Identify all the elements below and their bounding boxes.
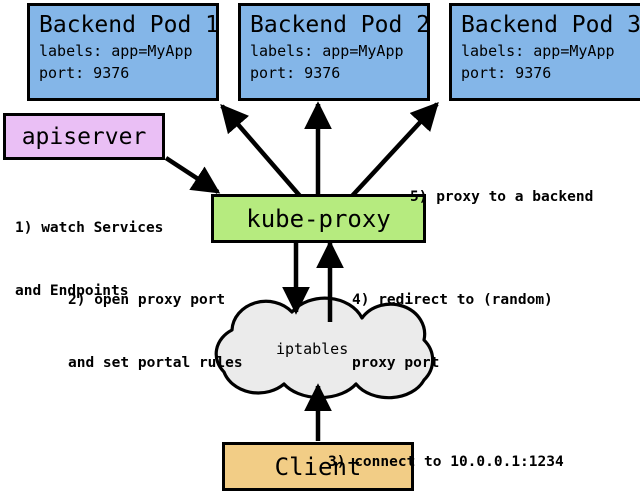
step-5-line-1: 5) proxy to a backend (410, 189, 594, 205)
kube-proxy-node: kube-proxy (211, 194, 426, 243)
backend-pod-3: Backend Pod 3 labels: app=MyApp port: 93… (449, 3, 640, 101)
pod-2-title: Backend Pod 2 (250, 12, 431, 38)
step-1-line-2: and Endpoints (15, 283, 129, 299)
step-4-line-2: proxy port (352, 355, 440, 371)
pod-3-title: Backend Pod 3 (461, 12, 640, 38)
arrow-apiserver-to-kubeproxy (164, 156, 221, 194)
step-2-annotation: 2) open proxy port and set portal rules (68, 248, 243, 416)
pod-2-labels: labels: app=MyApp (250, 42, 404, 60)
pod-3-labels: labels: app=MyApp (461, 42, 615, 60)
pod-2-port: port: 9376 (250, 64, 341, 82)
apiserver-label: apiserver (21, 123, 147, 150)
step-1-annotation: 1) watch Services and Endpoints (15, 176, 163, 344)
step-3-annotation: 3) connect to 10.0.0.1:1234 (328, 410, 564, 494)
pod-1-title: Backend Pod 1 (39, 12, 220, 38)
step-3-line-1: 3) connect to 10.0.0.1:1234 (328, 454, 564, 470)
pod-3-port: port: 9376 (461, 64, 552, 82)
step-4-annotation: 4) redirect to (random) proxy port (352, 248, 553, 416)
client-node: Client (222, 442, 414, 491)
backend-pod-1: Backend Pod 1 labels: app=MyApp port: 93… (27, 3, 219, 101)
step-5-annotation: 5) proxy to a backend (410, 145, 593, 250)
backend-pod-2: Backend Pod 2 labels: app=MyApp port: 93… (238, 3, 430, 101)
arrow-kubeproxy-to-pod1 (220, 103, 302, 198)
pod-1-labels: labels: app=MyApp (39, 42, 193, 60)
client-label: Client (274, 452, 362, 481)
step-2-line-1: 2) open proxy port (68, 292, 226, 308)
step-2-line-2: and set portal rules (68, 355, 243, 371)
apiserver-node: apiserver (3, 113, 165, 160)
step-1-line-1: 1) watch Services (15, 220, 164, 236)
iptables-label: iptables (276, 340, 349, 358)
step-4-line-1: 4) redirect to (random) (352, 292, 553, 308)
pod-1-port: port: 9376 (39, 64, 130, 82)
kube-proxy-label: kube-proxy (246, 204, 391, 233)
